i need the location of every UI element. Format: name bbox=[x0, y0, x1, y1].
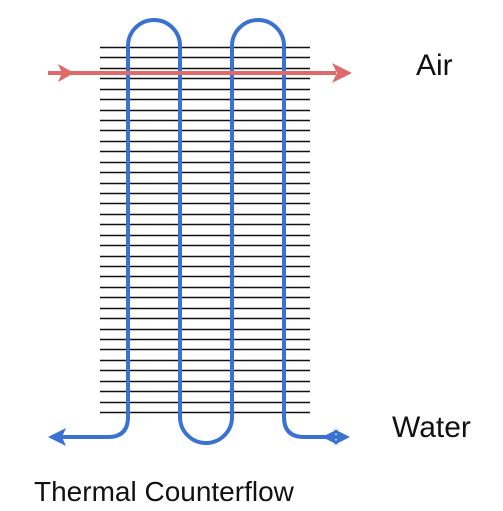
air-label: Air bbox=[416, 49, 453, 82]
heat-exchanger-fins bbox=[100, 46, 310, 414]
water-pipe bbox=[55, 18, 338, 445]
water-label: Water bbox=[392, 411, 471, 444]
air-arrow-head-icon bbox=[332, 63, 352, 83]
water-outlet-arrow-icon bbox=[48, 428, 66, 446]
air-arrow-tail-icon bbox=[58, 64, 74, 82]
water-inlet-arrow-head-icon bbox=[322, 429, 338, 445]
water-inlet-arrow-icon bbox=[334, 429, 350, 445]
diagram-caption: Thermal Counterflow bbox=[34, 476, 295, 507]
